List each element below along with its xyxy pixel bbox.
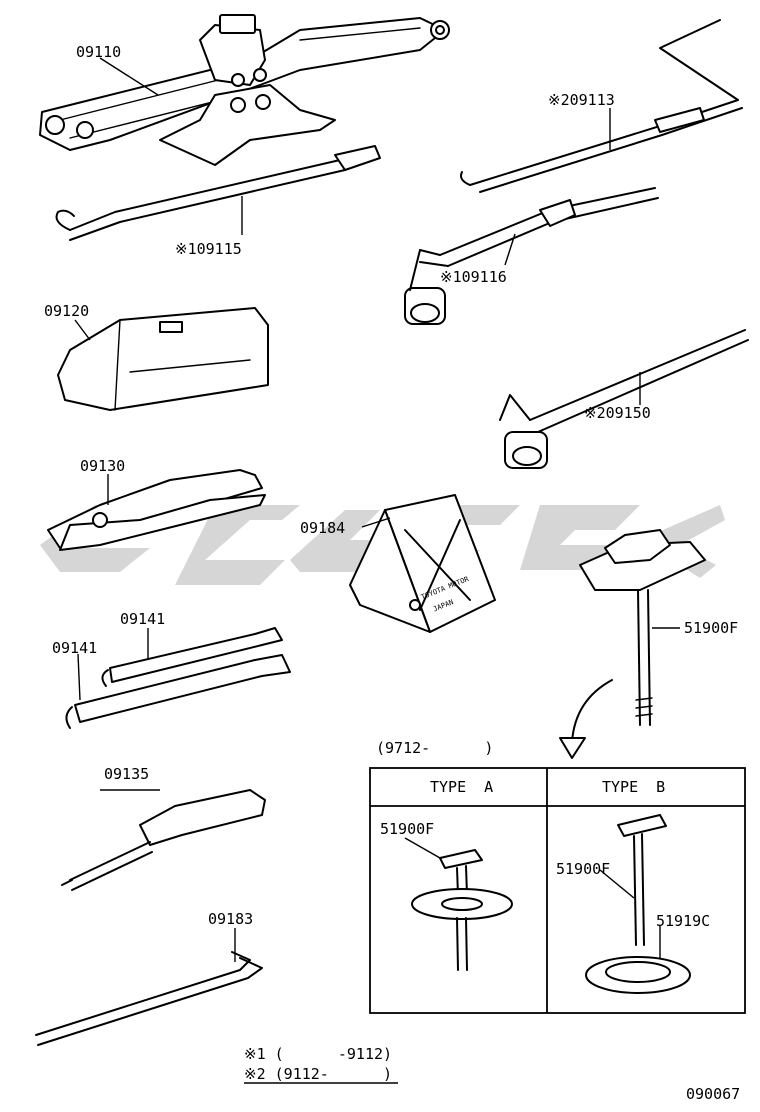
label-jack-handle-extension: ※109115: [175, 240, 242, 258]
wheel-wrench-upper: [404, 187, 659, 325]
label-type-b-cap: 51919C: [656, 912, 711, 930]
label-wheel-chock: 09184: [300, 519, 346, 537]
jack-handle-crank: [460, 19, 743, 193]
scissor-jack: [39, 14, 450, 166]
screwdriver: [61, 789, 266, 891]
tool-bag: [57, 307, 269, 411]
type-a-hanger: [411, 849, 513, 971]
pliers: [47, 469, 266, 551]
arrow-head: [559, 737, 586, 759]
leader-type-a: [404, 837, 441, 859]
leader-jack: [99, 57, 159, 96]
inset-date-range: (9712- ): [376, 739, 494, 757]
label-tool-hook: 09183: [208, 910, 254, 928]
label-screwdriver: 09135: [104, 765, 150, 783]
label-wrench-large: 09141: [52, 639, 98, 657]
label-wheel-wrench-upper: ※109116: [440, 268, 507, 286]
label-type-a: 51900F: [380, 820, 435, 838]
footnote-2: ※2 (9112- ): [244, 1065, 393, 1083]
wrench-small: [101, 627, 283, 687]
type-b-cap: [585, 956, 691, 994]
tool-hook: [35, 951, 263, 1046]
label-spare-hanger: 51900F: [684, 619, 739, 637]
type-b-hanger: [617, 814, 667, 946]
leader-wheel-wrench-upper: [504, 233, 516, 266]
leader-tool-bag: [74, 319, 91, 341]
jack-handle-extension: [55, 145, 381, 241]
figure-number: 090067: [686, 1085, 741, 1103]
label-jack: 09110: [76, 43, 122, 61]
wheel-chock: [349, 494, 496, 633]
spare-tire-hanger: [579, 529, 706, 726]
leader-type-b-hanger: [599, 869, 635, 899]
wheel-wrench-lower: [499, 329, 749, 469]
label-jack-handle-crank: ※209113: [548, 91, 615, 109]
footnote-1: ※1 ( -9112): [244, 1045, 393, 1063]
label-wheel-wrench-lower: ※209150: [584, 404, 651, 422]
curved-arrow: [571, 679, 613, 743]
type-inset: [369, 767, 746, 1014]
label-wrench-small: 09141: [120, 610, 166, 628]
label-type-b-hanger: 51900F: [556, 860, 611, 878]
label-tool-bag: 09120: [44, 302, 90, 320]
wrench-large: [65, 654, 291, 729]
leader-wrench-large: [77, 653, 81, 701]
type-a-header: TYPE A: [430, 778, 494, 796]
type-b-header: TYPE B: [602, 778, 666, 796]
label-pliers: 09130: [80, 457, 126, 475]
leader-wheel-chock: [361, 517, 391, 528]
